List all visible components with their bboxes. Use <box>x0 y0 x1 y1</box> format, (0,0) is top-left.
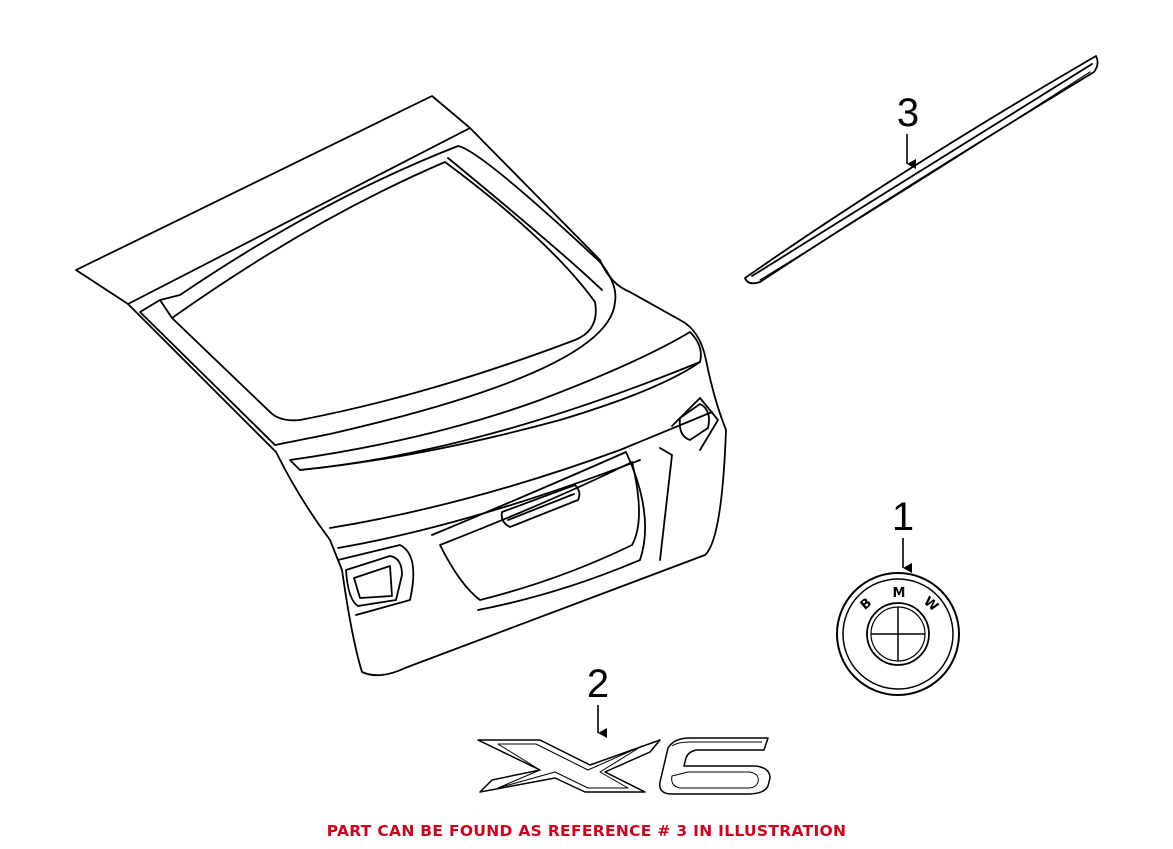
tailgate-spoiler <box>75 95 471 305</box>
reference-note: PART CAN BE FOUND AS REFERENCE # 3 IN IL… <box>326 822 847 840</box>
emblem-letter-m: M <box>893 586 906 601</box>
tailgate-outer-shell <box>127 127 727 677</box>
emblem-letter-b: B <box>858 595 875 613</box>
window-glass <box>171 161 597 422</box>
callout-number-1: 1 <box>892 495 914 539</box>
window-frame-outer <box>139 145 617 446</box>
handle-slot <box>500 484 581 528</box>
x6-badge-illustration <box>477 737 771 795</box>
tailgate-lip <box>289 331 702 471</box>
trim-strip-illustration <box>744 55 1099 285</box>
callout-trim-strip: 3 <box>897 91 919 169</box>
callout-emblem: 1 <box>892 495 914 573</box>
bmw-emblem-illustration: B M W <box>836 572 960 696</box>
tailgate-illustration <box>75 95 727 677</box>
license-plate-recess <box>439 461 640 601</box>
callout-model-badge: 2 <box>587 662 609 738</box>
left-light-pod <box>345 555 403 607</box>
callout-number-2: 2 <box>587 662 609 706</box>
right-light-pod <box>678 403 710 441</box>
callout-number-3: 3 <box>897 91 919 135</box>
